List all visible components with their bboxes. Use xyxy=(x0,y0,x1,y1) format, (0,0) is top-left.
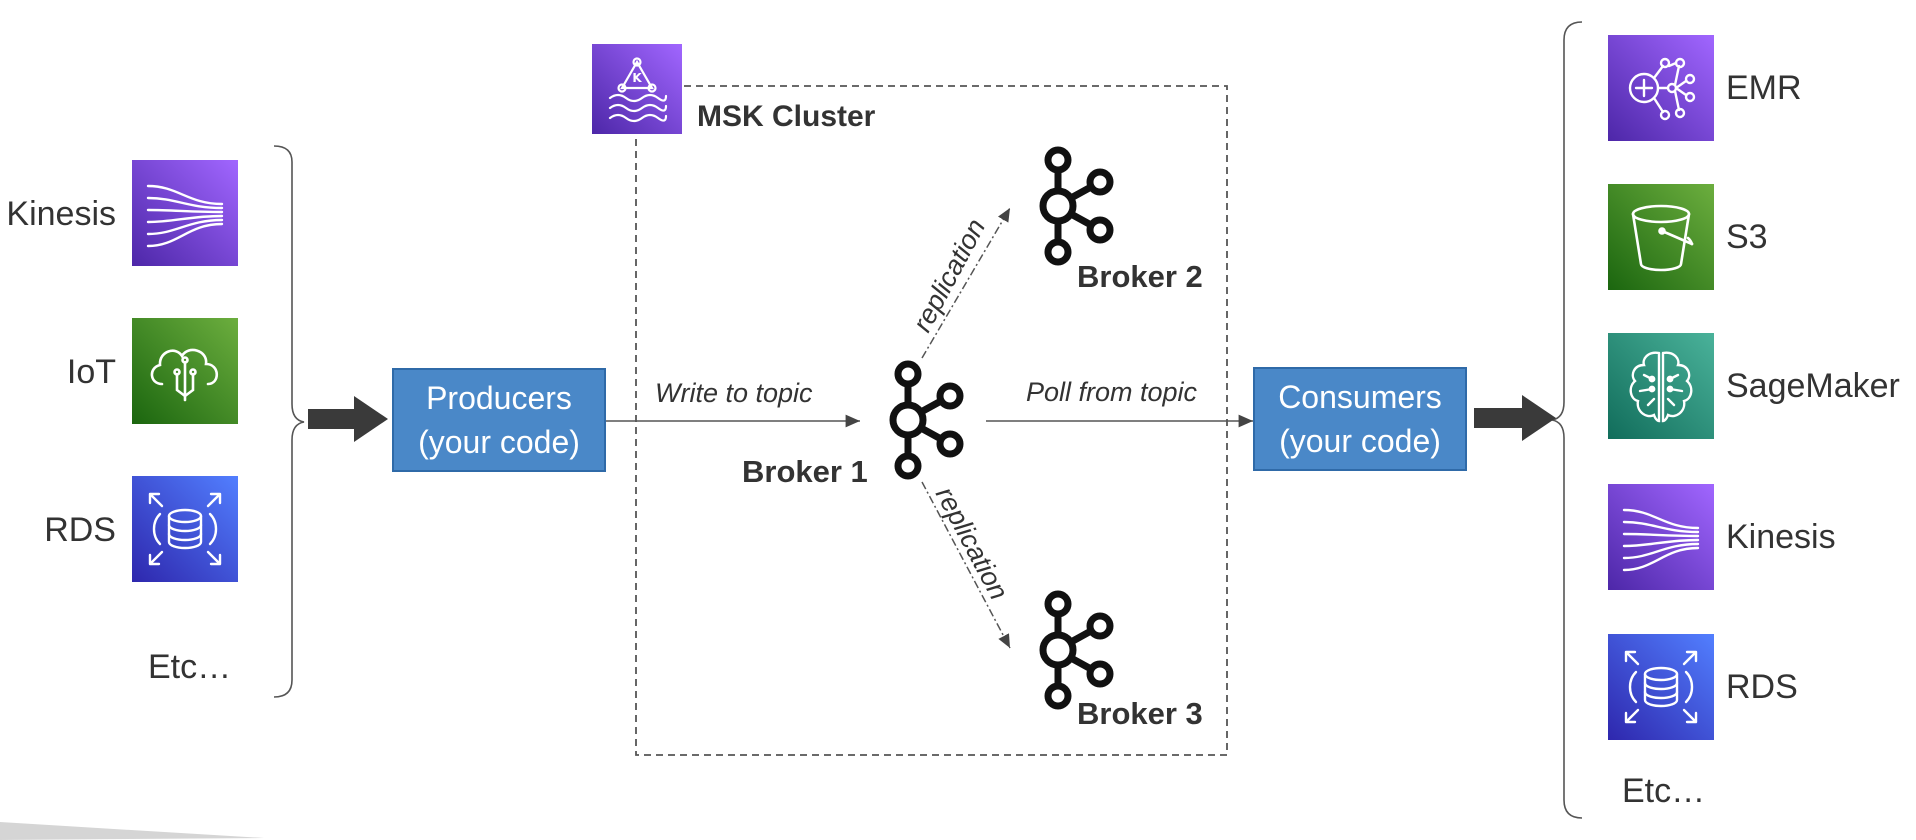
consumers-line2: (your code) xyxy=(1279,423,1441,459)
destination-label-sagemaker: SageMaker xyxy=(1726,367,1900,405)
s3-bucket-icon xyxy=(1608,184,1714,290)
msk-cluster-title: MSK Cluster xyxy=(697,100,876,133)
source-label-etc: Etc… xyxy=(148,648,232,686)
msk-icon: K xyxy=(592,44,682,134)
destination-label-emr: EMR xyxy=(1726,69,1802,107)
source-label-kinesis: Kinesis xyxy=(6,195,116,233)
broker-1-label: Broker 1 xyxy=(742,454,868,489)
broker-2-label: Broker 2 xyxy=(1077,259,1203,294)
destination-label-s3: S3 xyxy=(1726,218,1768,256)
rds-database-icon xyxy=(132,476,238,582)
emr-icon xyxy=(1608,35,1714,141)
broker-3-label: Broker 3 xyxy=(1077,696,1203,731)
iot-greengrass-icon xyxy=(132,318,238,424)
decorative-corner xyxy=(0,822,264,840)
kinesis-streams-icon xyxy=(1608,484,1714,590)
consumers-box: Consumers (your code) xyxy=(1253,367,1467,471)
sagemaker-brain-icon xyxy=(1608,333,1714,439)
poll-from-topic-label: Poll from topic xyxy=(1026,377,1198,407)
sources-bracket xyxy=(273,145,305,698)
source-label-iot: IoT xyxy=(66,353,116,391)
consumers-line1: Consumers xyxy=(1278,379,1442,415)
broker-2-icon xyxy=(1043,150,1110,262)
consumers-to-destinations-arrow xyxy=(1474,395,1556,441)
write-to-topic-label: Write to topic xyxy=(655,378,813,408)
sources-to-producers-arrow xyxy=(308,396,388,442)
source-label-rds: RDS xyxy=(44,511,116,549)
rds-database-icon xyxy=(1608,634,1714,740)
destination-label-rds: RDS xyxy=(1726,668,1798,706)
broker-1-icon xyxy=(893,364,960,476)
replication-down-arrow xyxy=(921,481,1011,649)
svg-text:K: K xyxy=(632,71,642,85)
broker-3-icon xyxy=(1043,594,1110,706)
destination-label-etc: Etc… xyxy=(1622,772,1706,810)
producers-box: Producers (your code) xyxy=(392,368,606,472)
destinations-bracket xyxy=(1551,21,1583,819)
kinesis-streams-icon xyxy=(132,160,238,266)
destination-label-kinesis: Kinesis xyxy=(1726,518,1836,556)
replication-up-arrow xyxy=(921,207,1011,359)
producers-line1: Producers xyxy=(426,380,572,416)
producers-line2: (your code) xyxy=(418,424,580,460)
